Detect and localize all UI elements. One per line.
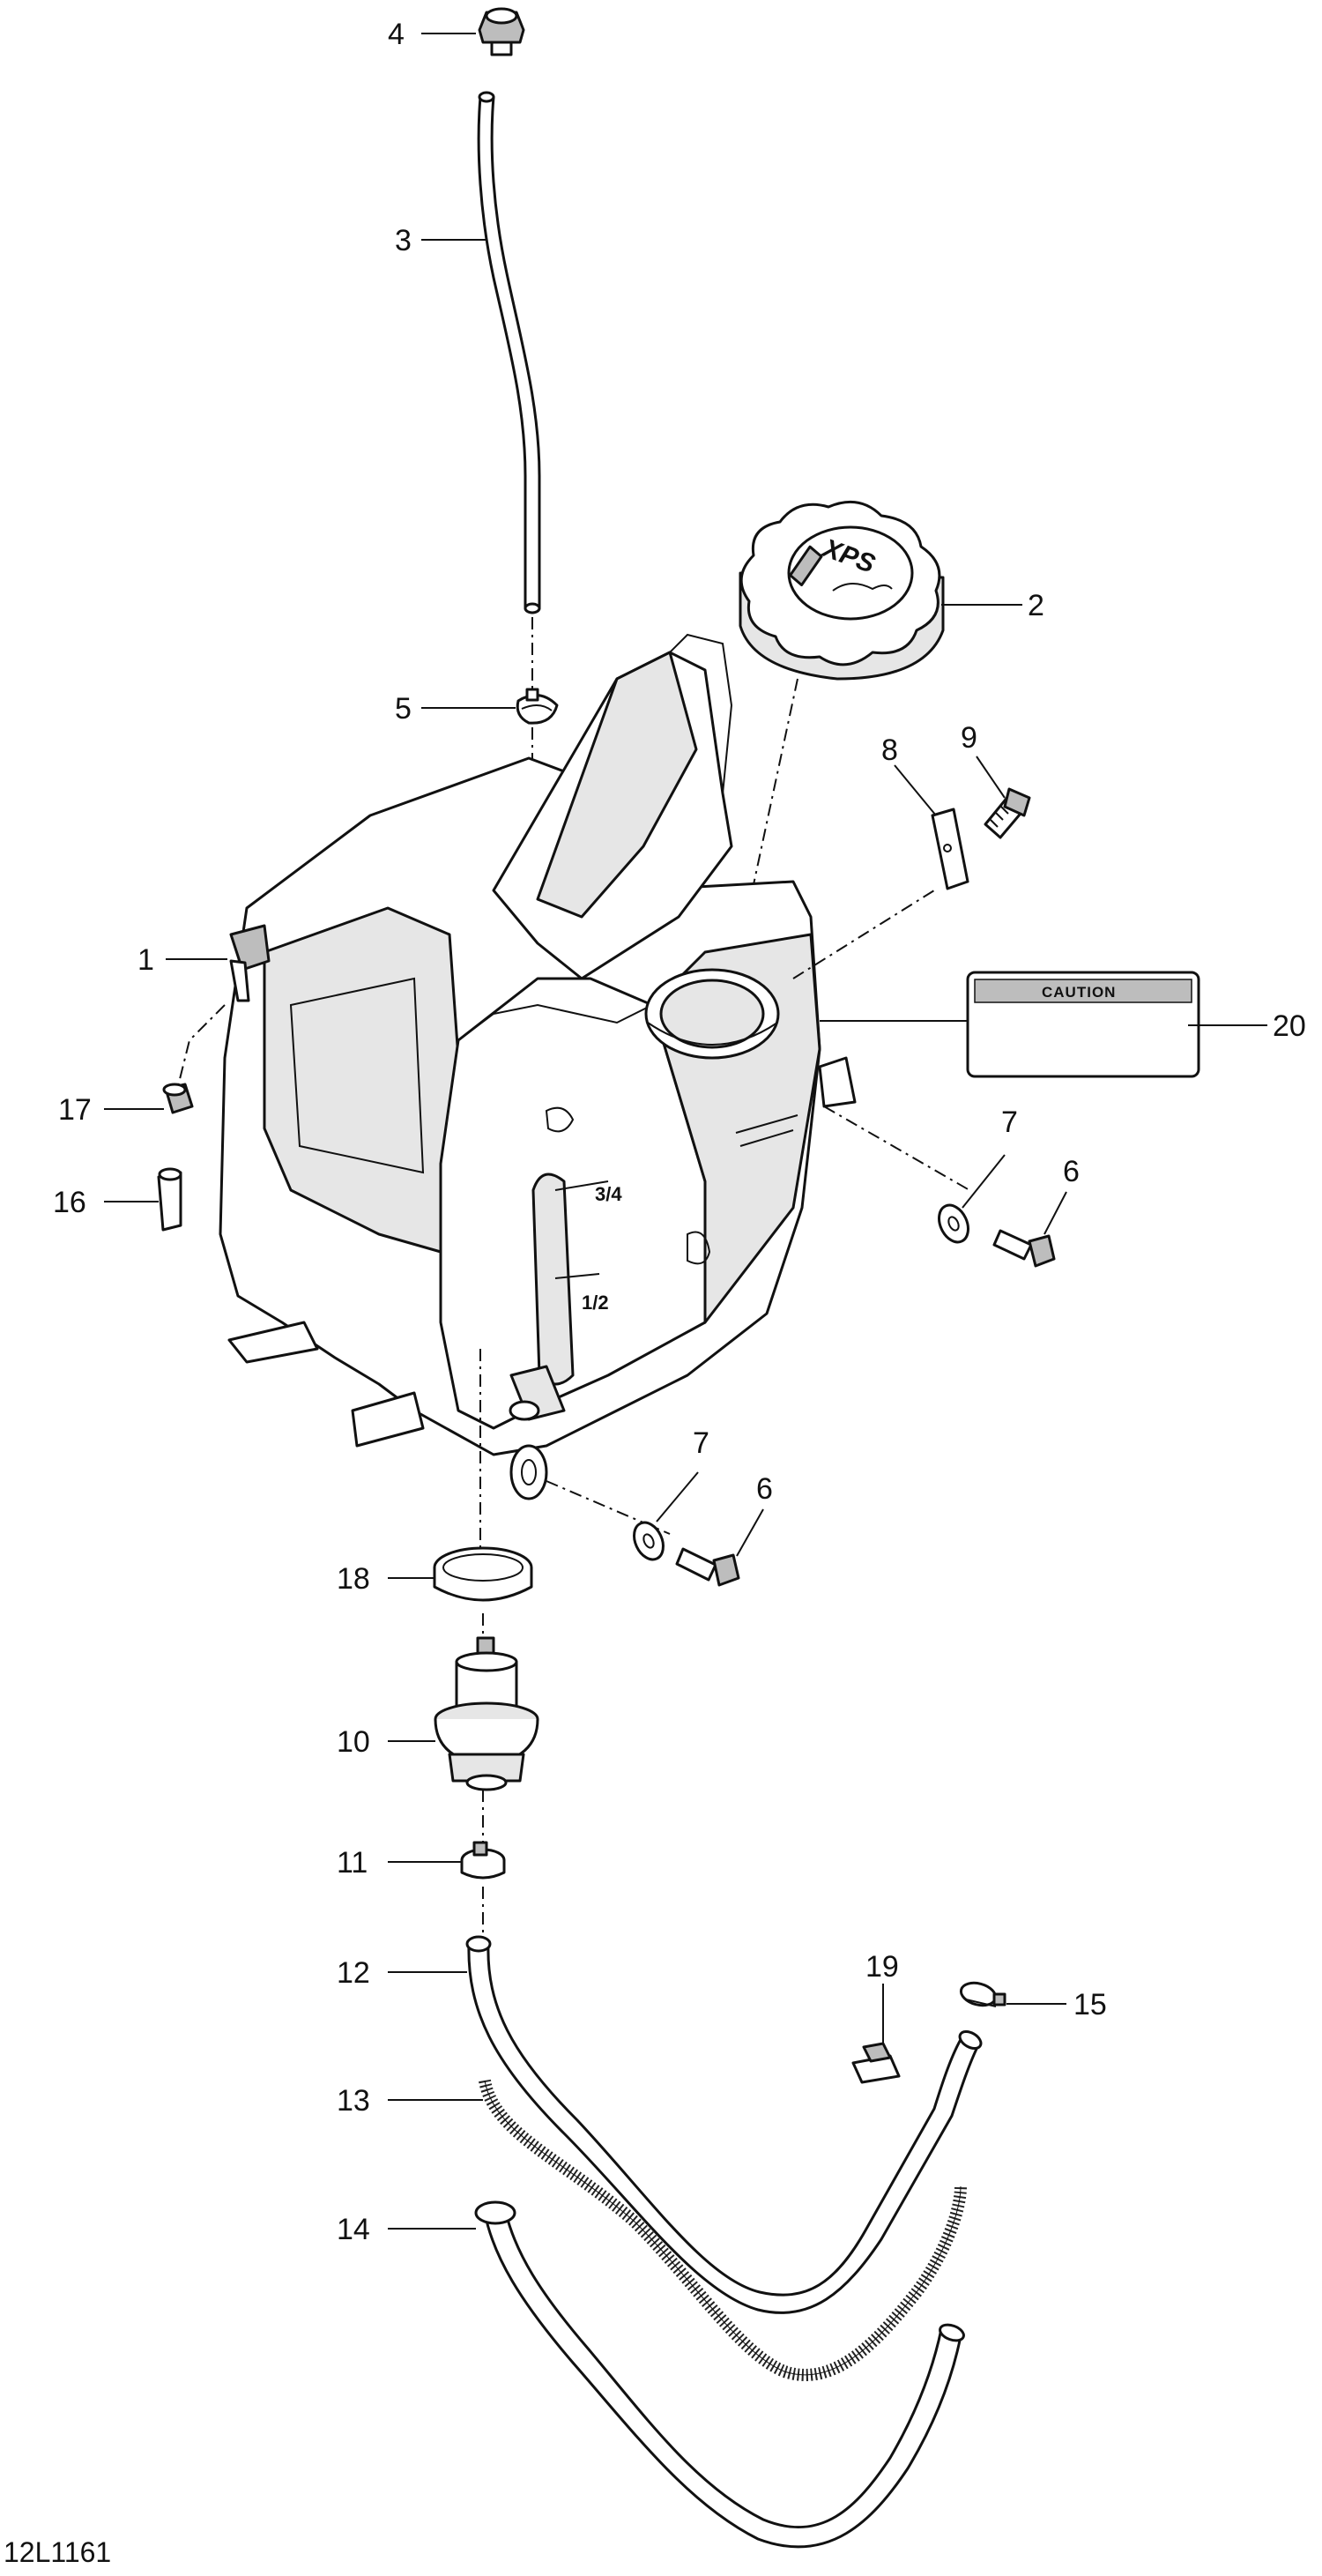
callout-4: 4 (388, 18, 405, 51)
part-10-valve (434, 1636, 539, 1791)
callout-16: 16 (53, 1186, 86, 1219)
level-mark-half: 1/2 (582, 1292, 609, 1314)
callout-11: 11 (337, 1846, 368, 1880)
caution-label-text: CAUTION (1042, 984, 1116, 1001)
level-mark-three-quarter: 3/4 (595, 1183, 622, 1205)
callout-6-upper: 6 (1063, 1155, 1080, 1188)
part-7-washer-lower (633, 1521, 665, 1561)
callout-13: 13 (337, 2084, 370, 2118)
part-14-hose (474, 2200, 965, 2549)
axis-line-upper-bolt (823, 1106, 970, 1191)
callout-20: 20 (1273, 1009, 1306, 1043)
callout-18: 18 (337, 1562, 370, 1596)
part-2-oil-cap: XPS (739, 500, 945, 681)
part-19-clip (851, 2042, 901, 2084)
callout-3: 3 (395, 224, 412, 257)
callout-12: 12 (337, 1956, 370, 1990)
callout-19: 19 (865, 1950, 899, 1984)
part-8-bracket (931, 808, 969, 890)
part-6-bolt-upper (992, 1229, 1056, 1268)
callout-7-lower: 7 (693, 1426, 709, 1460)
callout-15: 15 (1073, 1988, 1107, 2021)
axis-line-bracket (792, 890, 935, 979)
part-11-clamp (460, 1841, 506, 1880)
callout-8: 8 (881, 733, 898, 767)
callout-14: 14 (337, 2213, 370, 2246)
part-13-spring (479, 2079, 967, 2381)
part-18-band-clamp (433, 1546, 533, 1602)
callout-9: 9 (961, 721, 977, 755)
callout-1: 1 (137, 943, 154, 977)
callout-17: 17 (58, 1093, 92, 1127)
part-3-vent-tube (477, 91, 541, 614)
part-20-caution-label: CAUTION (966, 971, 1200, 1078)
callout-6-lower: 6 (756, 1472, 773, 1506)
part-17-grommet (162, 1083, 194, 1114)
callout-2: 2 (1028, 589, 1044, 622)
part-6-bolt-lower (675, 1547, 740, 1587)
part-15-clamp (959, 1981, 1006, 2007)
callout-5: 5 (395, 692, 412, 726)
part-7-washer-upper (938, 1203, 969, 1244)
part-5-clamp (516, 688, 559, 725)
callout-leaders (104, 33, 1267, 2230)
part-12-hose (465, 1935, 983, 2314)
axis-line-fitting (175, 1004, 226, 1094)
part-1-oil-tank: 3/4 1/2 (219, 633, 857, 1500)
part-4-vent-cap (478, 7, 525, 56)
part-9-screw (984, 787, 1031, 839)
callout-10: 10 (337, 1725, 370, 1759)
part-16-fitting (157, 1167, 182, 1232)
callout-7-upper: 7 (1001, 1106, 1018, 1139)
figure-id: 12L1161 (4, 2536, 111, 2568)
